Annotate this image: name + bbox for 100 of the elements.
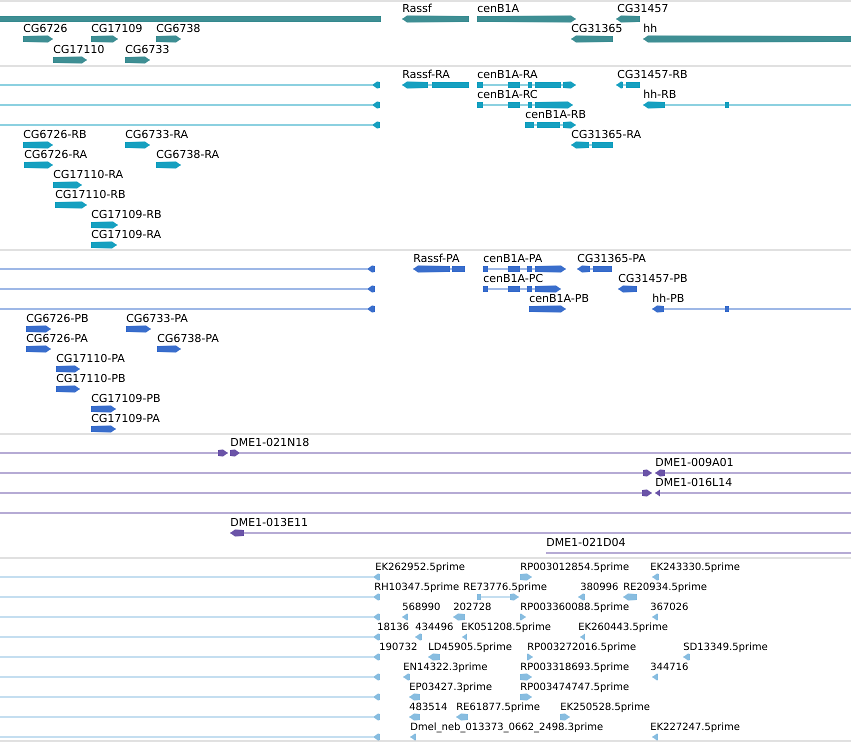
protein-feature: CG31365-PA <box>576 254 646 272</box>
est-feature: 568990 <box>402 602 440 620</box>
est-feature: EK262952.5prime <box>0 562 464 580</box>
protein-feature: cenB1A-PC <box>482 274 562 292</box>
transcript-feature <box>0 122 380 128</box>
gene-feature: CG6726 <box>22 24 67 42</box>
transcript-feature <box>0 102 380 108</box>
transcript-feature: CG31365-RA <box>570 130 641 148</box>
transcript-feature: cenB1A-RB <box>524 110 586 128</box>
node-label: cenB1A-RB <box>526 110 586 118</box>
node-label: CG6726-RB <box>24 130 86 138</box>
transcript-feature: CG17110-RB <box>54 190 125 208</box>
node-label: CG17109-RB <box>92 210 161 218</box>
node-label: RE20934.5prime <box>624 582 706 592</box>
est-feature: SD13349.5prime <box>682 642 768 660</box>
est-feature <box>0 674 380 680</box>
node-label: CG31365-PA <box>578 254 646 262</box>
transcript-feature: CG17110-RA <box>52 170 123 188</box>
node-label: Rassf-PA <box>414 254 460 262</box>
transcript-feature: Rassf-RA <box>402 70 470 88</box>
node-label: CG17110-RA <box>54 170 123 178</box>
gene-feature: CG17109 <box>90 24 142 42</box>
est-feature <box>0 614 380 620</box>
protein-feature <box>0 306 376 312</box>
transcript-feature: CG17109-RA <box>90 230 161 248</box>
protein-feature: CG6738-PA <box>156 334 219 352</box>
transcript-feature: CG6738-RA <box>156 150 219 168</box>
protein-feature: CG17110-PA <box>56 354 125 372</box>
node-label: EN14322.3prime <box>404 662 487 672</box>
node-label: hh-PB <box>653 294 684 302</box>
node-label: CG6733-PA <box>126 314 188 322</box>
node-label: CG17109 <box>92 24 142 32</box>
node-label: CG6738-PA <box>158 334 219 342</box>
node-label: LD45905.5prime <box>429 642 512 652</box>
node-label: EK250528.5prime <box>561 702 650 712</box>
transcript-feature: CG6726-RB <box>22 130 86 148</box>
protein-feature <box>0 286 376 292</box>
est-feature: EN14322.3prime <box>402 662 487 680</box>
transcript-feature <box>0 82 380 88</box>
node-label: CG17109-PB <box>92 394 160 402</box>
protein-feature: Rassf-PA <box>412 254 466 272</box>
node-label: CG17110 <box>54 44 104 54</box>
protein-feature: CG31457-PB <box>618 274 687 292</box>
protein-feature: CG17109-PB <box>90 394 160 412</box>
transcript-feature: hh-RB <box>642 90 851 108</box>
est-feature: RE20934.5prime <box>622 582 706 600</box>
est-feature: RE61877.5prime <box>456 702 540 720</box>
node-label: DME1-016L14 <box>656 478 732 486</box>
clone-feature <box>0 470 652 476</box>
est-feature: RP003272016.5prime <box>526 642 636 660</box>
gene-feature: CG31457 <box>616 4 668 22</box>
est-feature <box>0 694 380 700</box>
node-label: CG6726-PA <box>26 334 88 342</box>
gene-feature: cenB1A <box>476 4 576 22</box>
protein-feature: hh-PB <box>652 294 851 312</box>
node-label: 380996 <box>580 582 618 590</box>
clone-feature <box>0 450 228 456</box>
clone-feature: DME1-021D04 <box>546 538 851 554</box>
transcript-feature: cenB1A-RC <box>476 90 574 108</box>
node-label: CG17110-RB <box>56 190 125 198</box>
est-feature: 434496 <box>414 622 453 640</box>
node-label: CG6726-PB <box>26 314 88 322</box>
protein-feature <box>0 266 376 272</box>
node-label: EK243330.5prime <box>651 562 740 572</box>
protein-feature: cenB1A-PB <box>528 294 588 312</box>
node-label: CG6726-RA <box>24 150 87 158</box>
node-label: hh-RB <box>644 90 676 98</box>
node-label: RE73776.5prime <box>464 582 546 592</box>
node-label: CG31365 <box>572 24 622 32</box>
transcript-feature: CG6733-RA <box>124 130 188 148</box>
node-label: cenB1A-PA <box>484 254 542 262</box>
node-label: EK262952.5prime <box>376 562 464 572</box>
node-label: CG6738 <box>156 24 200 32</box>
node-label: DME1-021N18 <box>231 438 309 446</box>
est-feature: EK260443.5prime <box>579 622 668 640</box>
est-feature: EK051208.5prime <box>462 622 550 640</box>
node-label: CG31457 <box>618 4 668 12</box>
node-label: 190732 <box>380 642 416 650</box>
gene-feature: Rassf <box>402 4 470 22</box>
est-feature: RP003360088.5prime <box>520 602 629 620</box>
transcript-feature: cenB1A-RA <box>476 70 576 88</box>
protein-feature: CG6726-PA <box>26 334 88 352</box>
node-label: EK227247.5prime <box>651 722 740 732</box>
node-label: DME1-009A01 <box>656 458 733 466</box>
est-feature: 367026 <box>650 602 688 620</box>
node-label: 202728 <box>454 602 491 610</box>
node-label: cenB1A-RC <box>478 90 537 98</box>
node-label: SD13349.5prime <box>684 642 768 652</box>
node-label: 434496 <box>416 622 453 630</box>
node-label: EP03427.3prime <box>410 682 492 692</box>
gene-feature: CG17110 <box>52 44 104 64</box>
node-label: CG17110-PB <box>56 374 125 382</box>
node-label: hh <box>644 24 656 32</box>
est-feature: RE73776.5prime <box>464 582 546 600</box>
node-label: EK051208.5prime <box>462 622 550 632</box>
est-feature: EK250528.5prime <box>560 702 650 720</box>
clone-feature: DME1-009A01 <box>654 458 851 476</box>
node-label: cenB1A-RA <box>478 70 538 78</box>
transcript-feature: CG6726-RA <box>24 150 87 168</box>
node-label: 367026 <box>650 602 688 610</box>
